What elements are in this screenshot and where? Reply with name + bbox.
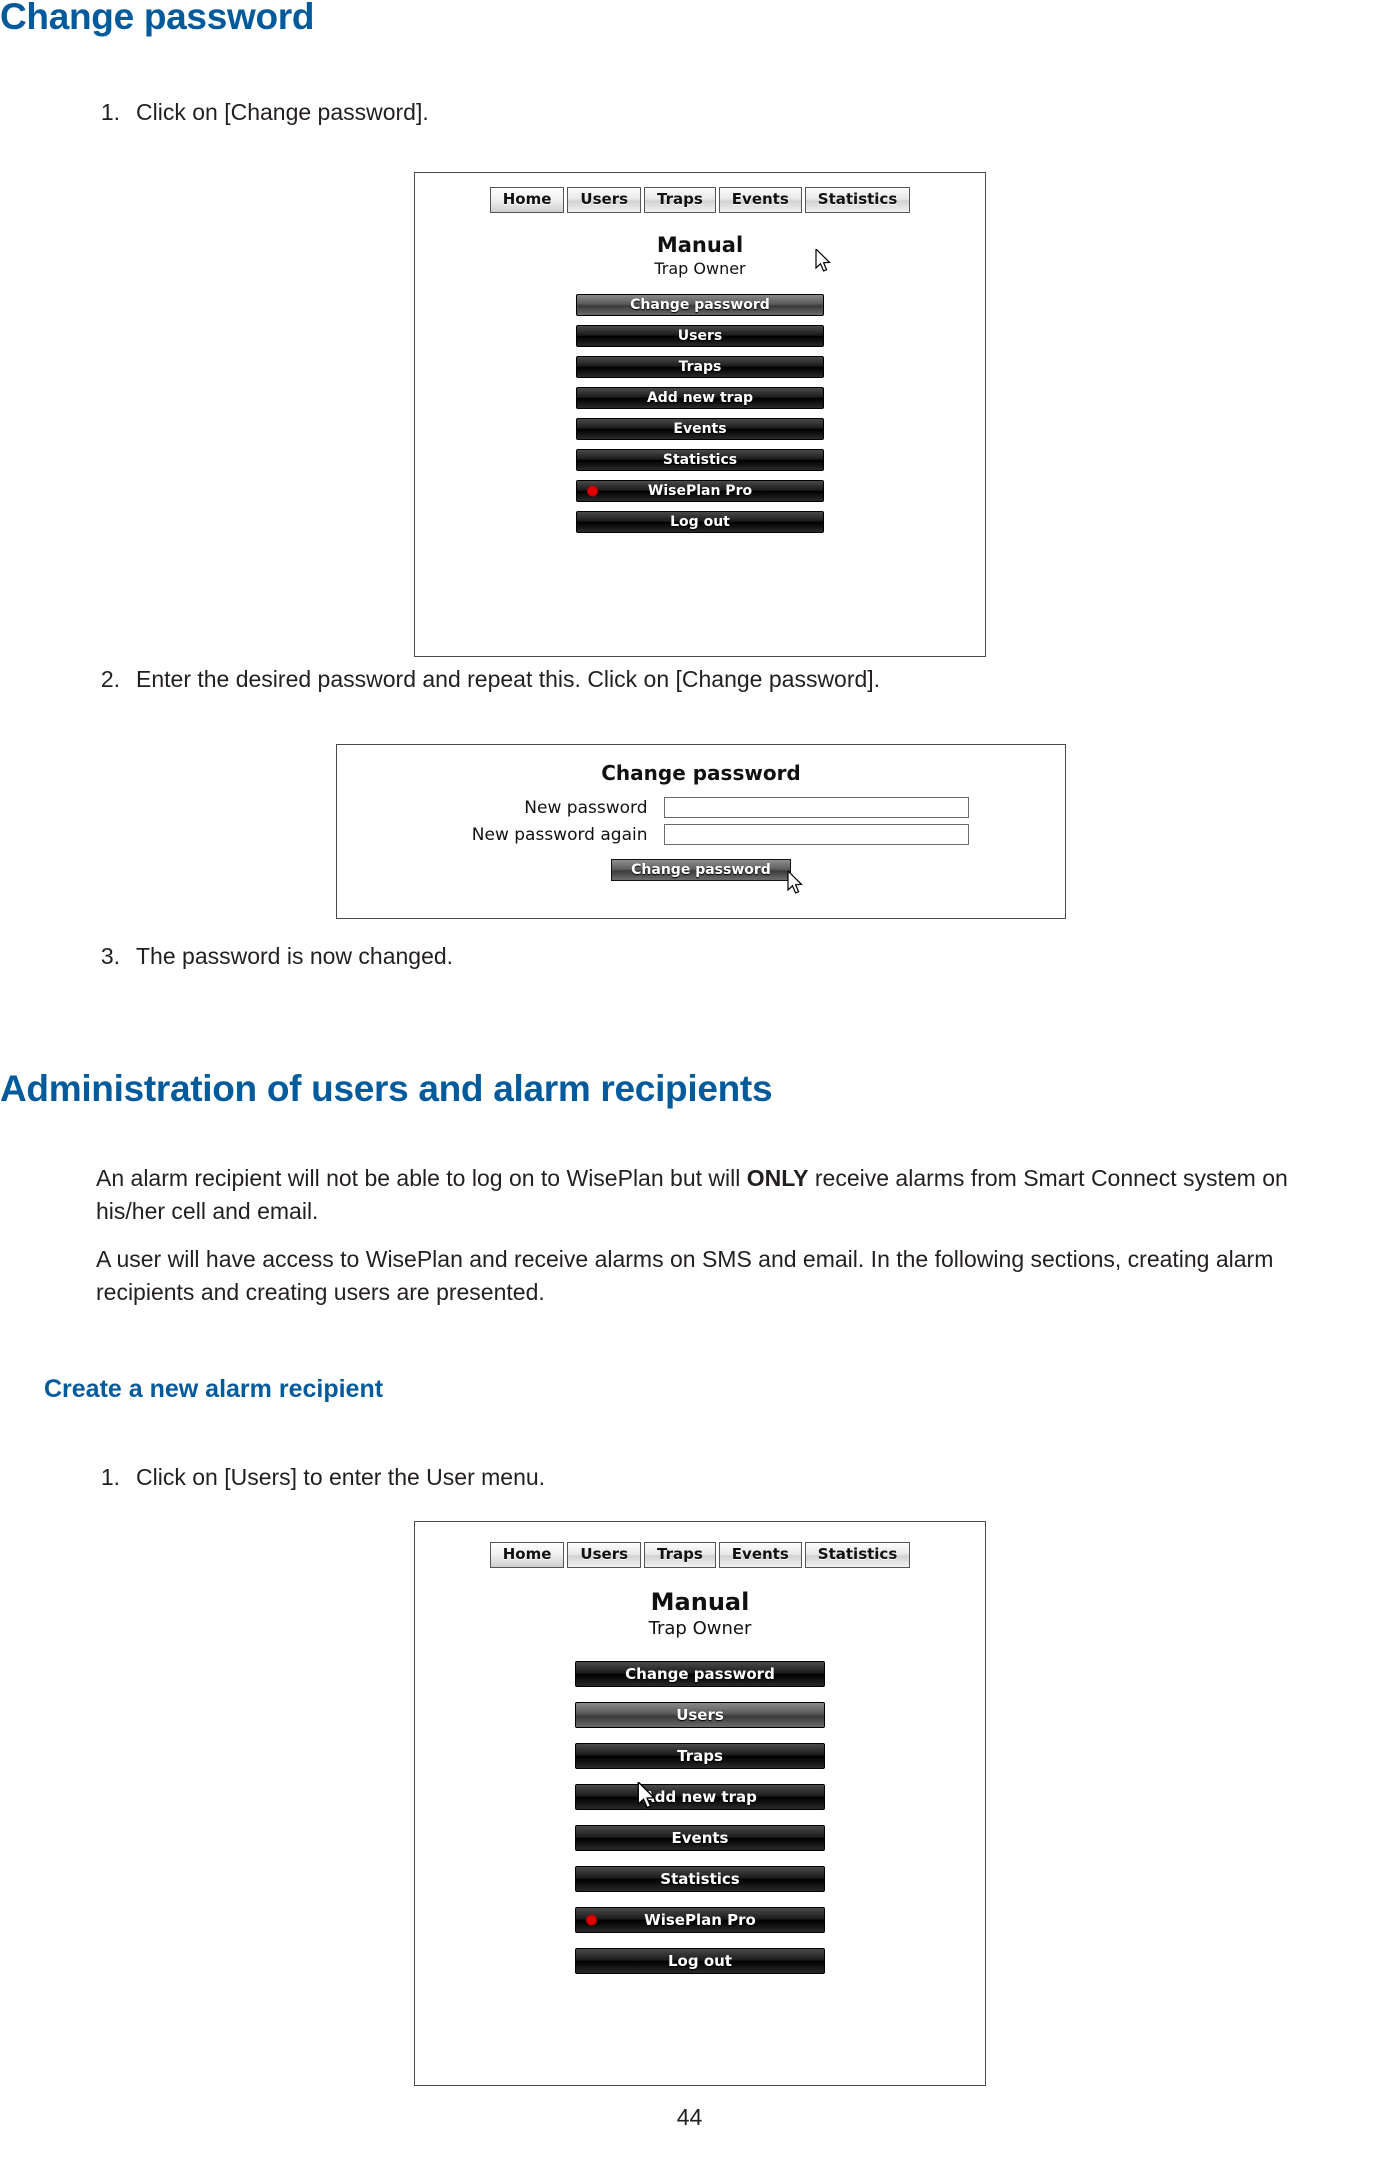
menu-button-label: Statistics	[660, 1870, 740, 1888]
paragraph-text-b: receive alarms from Smart Connect system…	[96, 1165, 1288, 1224]
screenshot1-menu-list: Change password Users Traps Add new trap…	[415, 294, 985, 533]
page-number: 44	[676, 2104, 703, 2130]
list-item-step-1: 1. Click on [Change password].	[96, 96, 1296, 128]
screenshot2-title: Manual	[650, 1588, 750, 1616]
screenshot-main-menu-1: Home Users Traps Events Statistics Manua…	[414, 172, 986, 657]
menu-button-label: Events	[671, 1829, 729, 1847]
menu-button-label: WisePlan Pro	[647, 483, 753, 499]
nav-tab-home[interactable]: Home	[489, 187, 565, 213]
menu-button-add-new-trap[interactable]: Add new trap	[576, 387, 824, 409]
section-heading-administration: Administration of users and alarm recipi…	[0, 1068, 773, 1109]
step-text: Click on [Change password].	[136, 99, 429, 125]
menu-button-events[interactable]: Events	[576, 418, 824, 440]
list-item-create-recipient-step-1: 1. Click on [Users] to enter the User me…	[96, 1461, 1296, 1493]
page-title-change-password: Change password	[0, 0, 315, 37]
nav-tab-users[interactable]: Users	[567, 187, 642, 213]
menu-button-change-password[interactable]: Change password	[575, 1661, 825, 1687]
step-text: Click on [Users] to enter the User menu.	[136, 1464, 546, 1490]
menu-button-label: Change password	[625, 1665, 775, 1683]
form-row-new-password: New password	[337, 797, 1065, 818]
nav-tab-statistics[interactable]: Statistics	[804, 187, 911, 213]
screenshot-change-password-form: Change password New password New passwor…	[336, 744, 1066, 919]
form-title: Change password	[601, 761, 801, 785]
screenshot-main-menu-2: Home Users Traps Events Statistics Manua…	[414, 1521, 986, 2086]
list-item-step-2: 2. Enter the desired password and repeat…	[96, 663, 1346, 695]
menu-button-change-password[interactable]: Change password	[576, 294, 824, 316]
screenshot2-subtitle: Trap Owner	[648, 1618, 752, 1639]
menu-button-label: Statistics	[662, 452, 738, 468]
menu-button-label: Change password	[630, 297, 770, 313]
nav-tab-traps[interactable]: Traps	[644, 187, 716, 213]
subsection-heading-create-alarm-recipient: Create a new alarm recipient	[44, 1375, 384, 1403]
red-led-icon	[586, 1914, 597, 1926]
menu-button-label: Add new trap	[646, 390, 754, 406]
new-password-again-input[interactable]	[663, 824, 969, 845]
change-password-submit-button[interactable]: Change password	[611, 859, 791, 881]
administration-paragraph-1: An alarm recipient will not be able to l…	[96, 1162, 1346, 1227]
screenshot1-navbar: Home Users Traps Events Statistics	[415, 187, 985, 213]
new-password-input[interactable]	[663, 797, 969, 818]
step-text: Enter the desired password and repeat th…	[136, 666, 881, 692]
menu-button-label: Traps	[678, 359, 722, 375]
step-number: 3.	[100, 943, 120, 969]
menu-button-label: Traps	[677, 1747, 723, 1765]
menu-button-label: Events	[673, 421, 727, 437]
field-label-new-password-again: New password again	[471, 824, 648, 845]
screenshot2-menu-list: Change password Users Traps Add new trap…	[415, 1661, 985, 1974]
menu-button-add-new-trap[interactable]: Add new trap	[575, 1784, 825, 1810]
field-label-new-password: New password	[524, 797, 648, 818]
administration-paragraph-2: A user will have access to WisePlan and …	[96, 1246, 1274, 1305]
nav-tab-users[interactable]: Users	[567, 1542, 642, 1568]
paragraph-emphasis-only: ONLY	[746, 1165, 809, 1191]
red-led-icon	[587, 485, 598, 497]
menu-button-wiseplan-pro[interactable]: WisePlan Pro	[576, 480, 824, 502]
list-item-step-3: 3. The password is now changed.	[96, 940, 1296, 972]
menu-button-label: Log out	[668, 1952, 732, 1970]
menu-button-users[interactable]: Users	[576, 325, 824, 347]
nav-tab-events[interactable]: Events	[718, 187, 802, 213]
menu-button-users[interactable]: Users	[575, 1702, 825, 1728]
menu-button-statistics[interactable]: Statistics	[575, 1866, 825, 1892]
menu-button-wiseplan-pro[interactable]: WisePlan Pro	[575, 1907, 825, 1933]
form-submit-row: Change password	[337, 859, 1065, 894]
menu-button-events[interactable]: Events	[575, 1825, 825, 1851]
nav-tab-events[interactable]: Events	[718, 1542, 802, 1568]
submit-button-label: Change password	[631, 862, 771, 878]
step-number: 1.	[100, 99, 120, 125]
paragraph-text-a: An alarm recipient will not be able to l…	[96, 1165, 747, 1191]
menu-button-label: Users	[677, 328, 723, 344]
step-text: The password is now changed.	[136, 943, 454, 969]
nav-tab-home[interactable]: Home	[489, 1542, 565, 1568]
screenshot2-navbar: Home Users Traps Events Statistics	[415, 1542, 985, 1568]
menu-button-log-out[interactable]: Log out	[575, 1948, 825, 1974]
nav-tab-traps[interactable]: Traps	[644, 1542, 716, 1568]
menu-button-traps[interactable]: Traps	[575, 1743, 825, 1769]
step-number: 2.	[100, 666, 120, 692]
step-number: 1.	[100, 1464, 120, 1490]
menu-button-statistics[interactable]: Statistics	[576, 449, 824, 471]
nav-tab-statistics[interactable]: Statistics	[804, 1542, 911, 1568]
screenshot1-subtitle: Trap Owner	[654, 259, 746, 278]
menu-button-label: WisePlan Pro	[644, 1911, 756, 1929]
menu-button-label: Log out	[670, 514, 730, 530]
screenshot1-title: Manual	[656, 233, 744, 257]
menu-button-label: Users	[676, 1706, 724, 1724]
menu-button-label: Add new trap	[643, 1788, 757, 1806]
menu-button-log-out[interactable]: Log out	[576, 511, 824, 533]
form-row-new-password-again: New password again	[337, 824, 1065, 845]
menu-button-traps[interactable]: Traps	[576, 356, 824, 378]
